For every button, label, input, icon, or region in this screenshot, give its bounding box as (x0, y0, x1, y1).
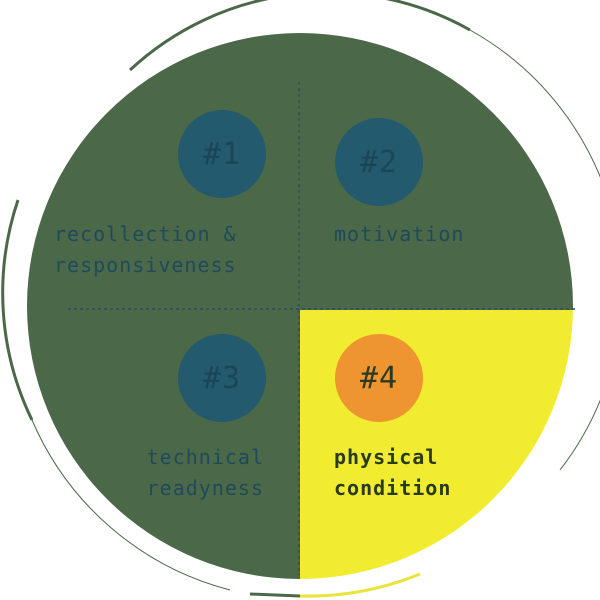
quadrant-2-label-line-1: motivation (334, 222, 465, 246)
outer-ring-arc-top (128, 0, 471, 72)
quadrant-1-label-line-1: recollection & (54, 222, 237, 246)
quadrant-4-label-line-2: condition (334, 476, 452, 500)
quadrant-1-label-line-2: responsiveness (54, 253, 237, 277)
outer-ring-arc-bottom-dark (249, 592, 301, 598)
quadrant-3-label-line-2: readyness (146, 476, 264, 500)
quadrant-1-number-badge: #1 (178, 110, 266, 198)
quadrant-1-label: recollection & responsiveness (54, 219, 237, 281)
quadrant-2-number-badge: #2 (335, 118, 423, 206)
quadrant-4-label: physical condition (334, 442, 451, 504)
quadrant-3-number-badge: #3 (178, 334, 266, 422)
outer-ring-arc-bottom-light (299, 572, 421, 598)
outer-ring-thin-left (31, 419, 231, 591)
quadrant-3-label: technical readyness (147, 442, 264, 504)
quadrant-2-label: motivation (334, 219, 464, 250)
outer-ring-thin (469, 29, 600, 471)
quadrant-4-label-line-1: physical (334, 445, 439, 469)
outer-ring-arc-left (1, 199, 34, 421)
quadrant-4-number-badge: #4 (335, 334, 423, 422)
quadrant-3-label-line-1: technical (146, 445, 264, 469)
